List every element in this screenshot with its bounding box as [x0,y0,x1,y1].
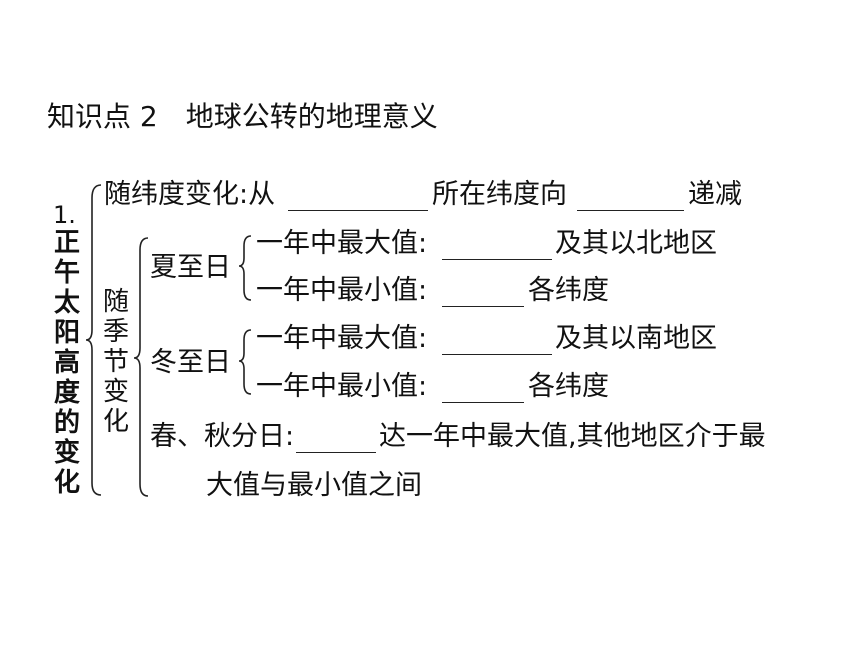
section-title-char: 的 [53,408,80,438]
summer-brace [238,235,252,301]
section-title-char: 午 [53,258,80,288]
section-title-char: 正 [53,228,80,258]
winter-brace [238,329,252,395]
section-title-char: 阳 [53,318,80,348]
season-label-char: 变 [102,377,129,407]
section-title-char: 太 [53,288,80,318]
section-title-char: 化 [53,468,80,498]
summer-solstice-label: 夏至日 [150,252,231,283]
latitude-blank-1[interactable] [288,210,428,211]
season-label-char: 节 [102,347,129,377]
equinox-text-line2: 大值与最小值之间 [206,470,422,501]
winter-max-label: 一年中最大值: [256,323,428,354]
winter-solstice-label: 冬至日 [150,347,231,378]
summer-max-suffix: 及其以北地区 [555,228,717,259]
section-title-vertical: 正 午 太 阳 高 度 的 变 化 [52,228,82,498]
summer-min-suffix: 各纬度 [528,275,609,306]
section-title-char: 度 [53,378,80,408]
latitude-middle: 所在纬度向 [432,179,567,210]
season-label-char: 季 [102,317,129,347]
winter-min-suffix: 各纬度 [528,371,609,402]
summer-max-label: 一年中最大值: [256,228,428,259]
winter-max-blank[interactable] [442,354,552,355]
season-label-char: 化 [102,407,129,437]
latitude-blank-2[interactable] [577,210,684,211]
equinox-label: 春、秋分日: [150,421,295,452]
equinox-blank[interactable] [296,452,376,453]
section-title-char: 变 [53,438,80,468]
season-brace [133,237,149,497]
winter-max-suffix: 及其以南地区 [555,323,717,354]
summer-max-blank[interactable] [442,259,552,260]
winter-min-blank[interactable] [442,402,524,403]
summer-min-blank[interactable] [442,306,524,307]
section-title-char: 高 [53,348,80,378]
season-label-char: 随 [102,287,129,317]
equinox-text-line1: 达一年中最大值,其他地区介于最 [379,421,766,452]
latitude-prefix: 随纬度变化:从 [104,179,276,210]
section-number: 1. [53,201,76,229]
season-label-vertical: 随 季 节 变 化 [101,287,131,437]
summer-min-label: 一年中最小值: [256,275,428,306]
page-title: 知识点 2 地球公转的地理意义 [47,100,438,133]
outer-brace [85,184,102,496]
latitude-suffix: 递减 [688,179,742,210]
winter-min-label: 一年中最小值: [256,371,428,402]
